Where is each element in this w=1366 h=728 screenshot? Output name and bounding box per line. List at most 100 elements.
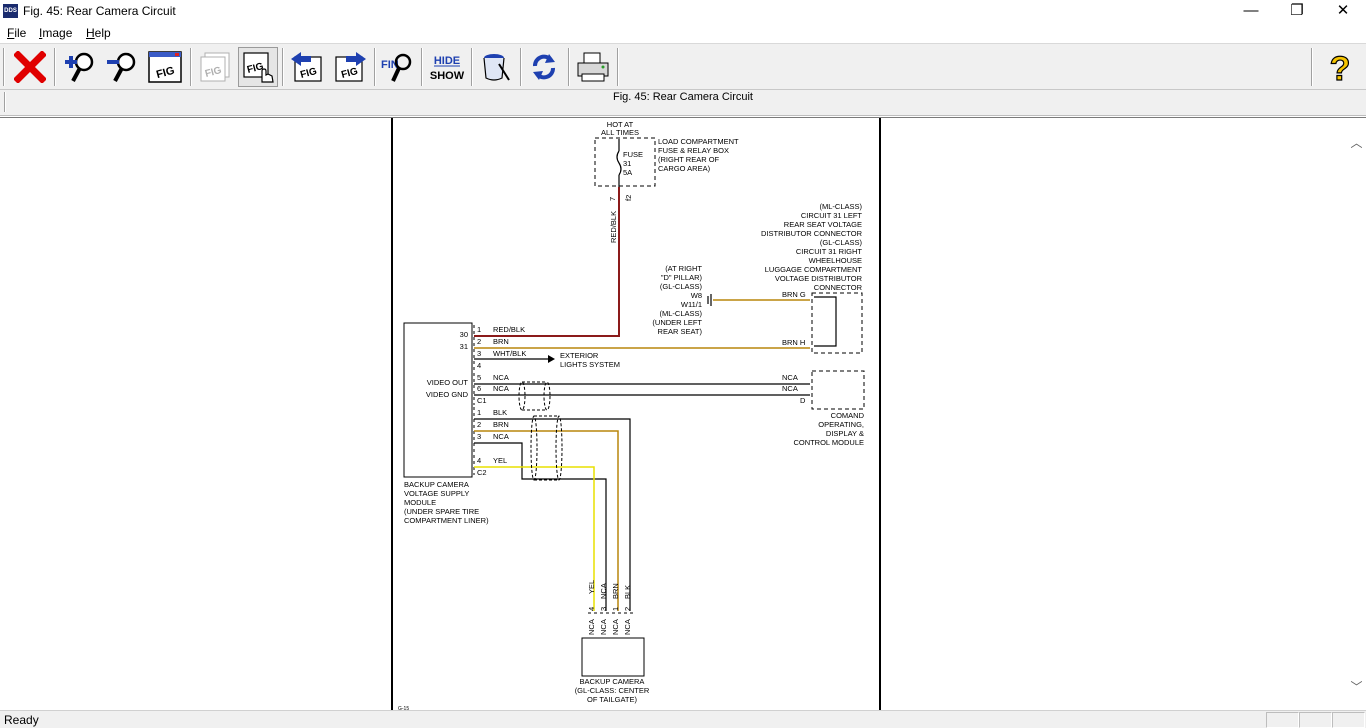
- svg-text:REAR SEAT VOLTAGE: REAR SEAT VOLTAGE: [784, 220, 862, 229]
- svg-text:VOLTAGE SUPPLY: VOLTAGE SUPPLY: [404, 489, 469, 498]
- fuse-box-label: (RIGHT REAR OF: [658, 155, 720, 164]
- zoom-out-icon: [107, 52, 136, 82]
- exit-button[interactable]: [10, 47, 50, 87]
- svg-text:SHOW: SHOW: [430, 70, 465, 82]
- svg-text:BRN H: BRN H: [782, 338, 805, 347]
- svg-text:DISPLAY &: DISPLAY &: [826, 429, 864, 438]
- fig-disabled-button[interactable]: FIG: [195, 47, 235, 87]
- diagram-viewport[interactable]: ︿ ﹀ HOT AT ALL TIMES FUSE 31 5A LOAD COM…: [0, 117, 1366, 711]
- nca-camera-wire: [474, 442, 607, 611]
- scroll-up-arrow-icon[interactable]: ︿: [1350, 136, 1363, 150]
- svg-text:CIRCUIT 31 RIGHT: CIRCUIT 31 RIGHT: [796, 247, 863, 256]
- toolbar-separator: [520, 48, 522, 86]
- svg-text:LUGGAGE COMPARTMENT: LUGGAGE COMPARTMENT: [765, 265, 863, 274]
- restore-button[interactable]: ❐: [1290, 2, 1304, 19]
- print-button[interactable]: [573, 47, 613, 87]
- paint-button[interactable]: [476, 47, 516, 87]
- menu-file[interactable]: File: [7, 26, 27, 40]
- svg-text:BLK: BLK: [623, 585, 632, 599]
- toolbar-separator: [1311, 48, 1313, 86]
- status-panel: [1299, 712, 1332, 728]
- svg-text:W11/1: W11/1: [681, 300, 702, 309]
- svg-text:BACKUP CAMERA: BACKUP CAMERA: [404, 480, 469, 489]
- fuse-box-label: CARGO AREA): [658, 164, 711, 173]
- fig-next-icon: FIG: [335, 52, 366, 82]
- svg-text:"D" PILLAR): "D" PILLAR): [661, 273, 703, 282]
- svg-text:(GL-CLASS): (GL-CLASS): [820, 238, 863, 247]
- status-bar: Ready: [0, 710, 1366, 728]
- svg-text:NCA: NCA: [493, 432, 509, 441]
- find-button[interactable]: FIN: [378, 47, 418, 87]
- minimize-button[interactable]: —: [1243, 2, 1259, 19]
- svg-text:30: 30: [460, 330, 468, 339]
- red-blk-wire: [474, 187, 620, 337]
- svg-text:?: ?: [1330, 50, 1351, 85]
- toolbar-separator: [471, 48, 473, 86]
- svg-text:EXTERIOR: EXTERIOR: [560, 351, 599, 360]
- svg-text:YEL: YEL: [493, 456, 507, 465]
- svg-text:NCA: NCA: [599, 619, 608, 635]
- svg-text:BRN: BRN: [611, 583, 620, 599]
- toolbar-separator: [54, 48, 56, 86]
- help-question-icon: ?: [1329, 49, 1351, 85]
- svg-text:(UNDER SPARE TIRE: (UNDER SPARE TIRE: [404, 507, 479, 516]
- svg-text:VOLTAGE DISTRIBUTOR: VOLTAGE DISTRIBUTOR: [775, 274, 863, 283]
- fit-window-button[interactable]: FIG: [145, 47, 185, 87]
- status-panel: [1332, 712, 1365, 728]
- svg-text:3: 3: [477, 432, 481, 441]
- help-button[interactable]: ?: [1320, 47, 1360, 87]
- toolbar-separator: [421, 48, 423, 86]
- svg-text:COMPARTMENT LINER): COMPARTMENT LINER): [404, 516, 489, 525]
- voltage-distributor-connector: [811, 292, 863, 354]
- svg-text:2: 2: [623, 607, 632, 611]
- paint-bucket-icon: [483, 54, 510, 81]
- svg-text:4: 4: [477, 361, 481, 370]
- zoom-in-button[interactable]: [60, 47, 100, 87]
- toolbar: FIG FIG FIG FIG FIG FI: [0, 43, 1366, 90]
- svg-text:1: 1: [611, 607, 620, 611]
- svg-text:G-15: G-15: [398, 706, 409, 711]
- menu-image[interactable]: Image: [39, 26, 73, 40]
- menu-help[interactable]: Help: [86, 26, 111, 40]
- backup-camera-voltage-supply-module: [403, 322, 473, 478]
- svg-text:OF TAILGATE): OF TAILGATE): [587, 695, 638, 704]
- svg-text:C2: C2: [477, 468, 487, 477]
- fig-window-icon: FIG: [148, 51, 182, 83]
- menu-bar: File Image Help: [0, 23, 1366, 43]
- fig-hand-button[interactable]: FIG: [238, 47, 278, 87]
- window-title: Fig. 45: Rear Camera Circuit: [23, 4, 176, 18]
- red-blk-label: RED/BLK: [609, 211, 618, 243]
- hide-show-button[interactable]: HIDE SHOW: [427, 47, 467, 87]
- refresh-icon: [533, 54, 555, 80]
- svg-text:LIGHTS SYSTEM: LIGHTS SYSTEM: [560, 360, 620, 369]
- scroll-down-arrow-icon[interactable]: ﹀: [1350, 680, 1363, 694]
- close-window-button[interactable]: ✕: [1336, 2, 1350, 19]
- svg-text:YEL: YEL: [587, 580, 596, 594]
- toolbar-separator: [374, 48, 376, 86]
- svg-text:(ML-CLASS): (ML-CLASS): [819, 202, 862, 211]
- toolbar-separator: [568, 48, 570, 86]
- svg-text:2: 2: [477, 337, 481, 346]
- refresh-button[interactable]: [524, 47, 564, 87]
- fuse-label: 31: [623, 159, 631, 168]
- next-figure-button[interactable]: FIG: [330, 47, 370, 87]
- fuse-label: 5A: [623, 168, 632, 177]
- fuse-box-label: FUSE & RELAY BOX: [658, 146, 729, 155]
- svg-text:(GL-CLASS: CENTER: (GL-CLASS: CENTER: [575, 686, 650, 695]
- figure-caption: Fig. 45: Rear Camera Circuit: [613, 91, 753, 103]
- svg-text:WHEELHOUSE: WHEELHOUSE: [809, 256, 862, 265]
- title-bar: DDS Fig. 45: Rear Camera Circuit — ❐ ✕: [0, 0, 1366, 23]
- fuse-box-label: LOAD COMPARTMENT: [658, 137, 739, 146]
- svg-text:D: D: [800, 396, 806, 405]
- svg-text:7: 7: [608, 197, 617, 201]
- svg-text:WHT/BLK: WHT/BLK: [493, 349, 526, 358]
- svg-text:1: 1: [477, 408, 481, 417]
- yel-camera-wire: [474, 466, 595, 611]
- svg-text:FIG: FIG: [340, 66, 359, 81]
- svg-text:NCA: NCA: [493, 384, 509, 393]
- svg-text:CIRCUIT 31 LEFT: CIRCUIT 31 LEFT: [801, 211, 863, 220]
- previous-figure-button[interactable]: FIG: [287, 47, 327, 87]
- svg-text:W8: W8: [691, 291, 702, 300]
- svg-text:MODULE: MODULE: [404, 498, 436, 507]
- zoom-out-button[interactable]: [102, 47, 142, 87]
